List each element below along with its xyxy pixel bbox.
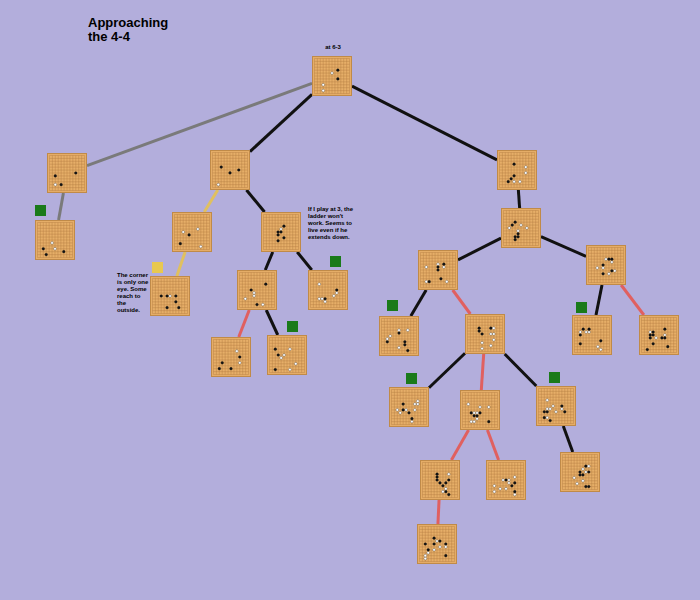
board-grid <box>390 388 428 426</box>
green-marker <box>406 373 417 384</box>
green-marker <box>576 302 587 313</box>
tree-branch <box>541 237 586 257</box>
tree-branch <box>596 285 602 315</box>
board-grid <box>211 151 249 189</box>
go-board <box>639 315 679 355</box>
go-board <box>261 212 301 252</box>
board-grid <box>262 213 300 251</box>
go-board <box>560 452 600 492</box>
go-board <box>237 270 277 310</box>
go-board <box>536 386 576 426</box>
green-marker <box>387 300 398 311</box>
board-grid <box>238 271 276 309</box>
tree-branch <box>352 86 497 160</box>
board-grid <box>212 338 250 376</box>
green-marker <box>549 372 560 383</box>
board-grid <box>48 154 86 192</box>
board-grid <box>587 246 625 284</box>
green-marker <box>287 321 298 332</box>
tree-branch <box>451 430 468 460</box>
board-grid <box>313 57 351 95</box>
annotation-note: The corner is only one eye. Some reach t… <box>117 272 149 314</box>
board-grid <box>561 453 599 491</box>
board-grid <box>36 221 74 259</box>
board-grid <box>418 525 456 563</box>
tree-branch <box>204 190 217 212</box>
diagram-title: Approaching the 4-4 <box>88 16 188 44</box>
tree-branch <box>411 290 426 316</box>
go-board: at 6-3 <box>312 56 352 96</box>
go-board <box>572 315 612 355</box>
green-marker <box>35 205 46 216</box>
tree-branch <box>453 290 471 314</box>
green-marker <box>330 256 341 267</box>
board-grid <box>640 316 678 354</box>
tree-branch <box>621 285 644 315</box>
board-grid <box>461 391 499 429</box>
tree-branch <box>429 353 465 388</box>
board-grid <box>573 316 611 354</box>
board-grid <box>487 461 525 499</box>
go-board <box>501 208 541 248</box>
go-board <box>47 153 87 193</box>
tree-branch <box>59 193 64 220</box>
tree-branch <box>481 354 483 390</box>
board-grid <box>309 271 347 309</box>
go-board <box>389 387 429 427</box>
go-board <box>460 390 500 430</box>
tree-branch <box>239 310 249 337</box>
annotation-note: If I play at 3, the ladder won't work. S… <box>308 206 354 241</box>
go-board <box>267 335 307 375</box>
board-grid <box>173 213 211 251</box>
tree-branch <box>87 83 312 165</box>
tree-branch <box>250 94 312 151</box>
tree-branch <box>246 190 264 212</box>
go-board <box>420 460 460 500</box>
board-grid <box>268 336 306 374</box>
board-grid <box>151 277 189 315</box>
go-board <box>172 212 212 252</box>
board-grid <box>466 315 504 353</box>
go-board <box>497 150 537 190</box>
go-board <box>586 245 626 285</box>
go-board <box>486 460 526 500</box>
tree-branch <box>297 252 312 270</box>
go-board <box>417 524 457 564</box>
go-board <box>418 250 458 290</box>
board-grid <box>380 317 418 355</box>
tree-branch <box>265 252 272 270</box>
go-board <box>465 314 505 354</box>
go-board <box>379 316 419 356</box>
board-grid <box>421 461 459 499</box>
tree-branch <box>438 500 439 524</box>
tree-branch <box>458 238 501 260</box>
board-grid <box>419 251 457 289</box>
yellow-marker <box>152 262 163 273</box>
tree-branch <box>266 310 278 335</box>
tree-branch <box>505 354 537 386</box>
go-board <box>211 337 251 377</box>
board-grid <box>502 209 540 247</box>
board-caption: at 6-3 <box>303 44 363 50</box>
go-board <box>210 150 250 190</box>
board-grid <box>498 151 536 189</box>
tree-branch <box>518 190 519 208</box>
tree-branch <box>563 426 572 452</box>
go-board <box>308 270 348 310</box>
go-board <box>150 276 190 316</box>
go-board <box>35 220 75 260</box>
tree-branch <box>487 430 498 460</box>
board-grid <box>537 387 575 425</box>
tree-branch <box>177 252 185 276</box>
